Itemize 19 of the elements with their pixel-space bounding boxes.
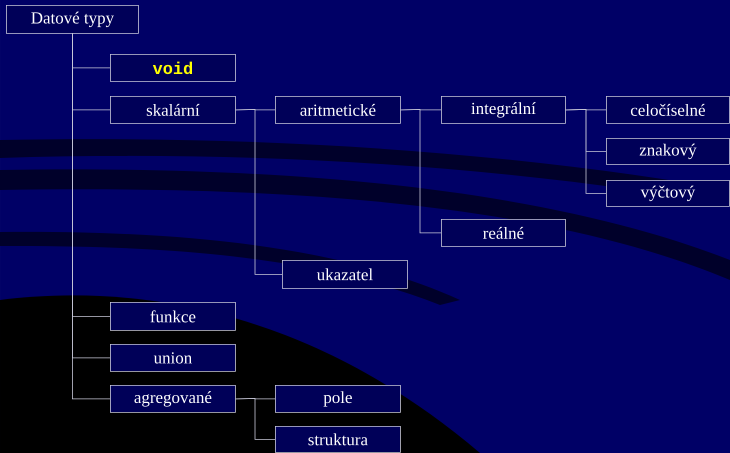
type-box: union — [110, 344, 236, 372]
type-box: skalární — [110, 96, 236, 124]
type-box: integrální — [441, 96, 566, 124]
connector-line — [565, 109, 606, 194]
type-box: struktura — [275, 426, 401, 453]
type-box: aritmetické — [275, 96, 401, 124]
type-box: ukazatel — [282, 260, 408, 289]
connector-line — [235, 109, 282, 275]
type-box: pole — [275, 385, 401, 413]
type-box: reálné — [441, 218, 566, 247]
connector-line — [400, 109, 442, 234]
connector-line — [235, 398, 276, 440]
type-box: výčtový — [606, 180, 730, 207]
type-box: funkce — [110, 302, 236, 331]
type-box: void — [110, 54, 236, 82]
type-box: celočíselné — [606, 96, 730, 124]
type-box: Datové typy — [6, 5, 139, 34]
type-box: agregované — [110, 385, 236, 413]
type-box: znakový — [606, 138, 730, 165]
